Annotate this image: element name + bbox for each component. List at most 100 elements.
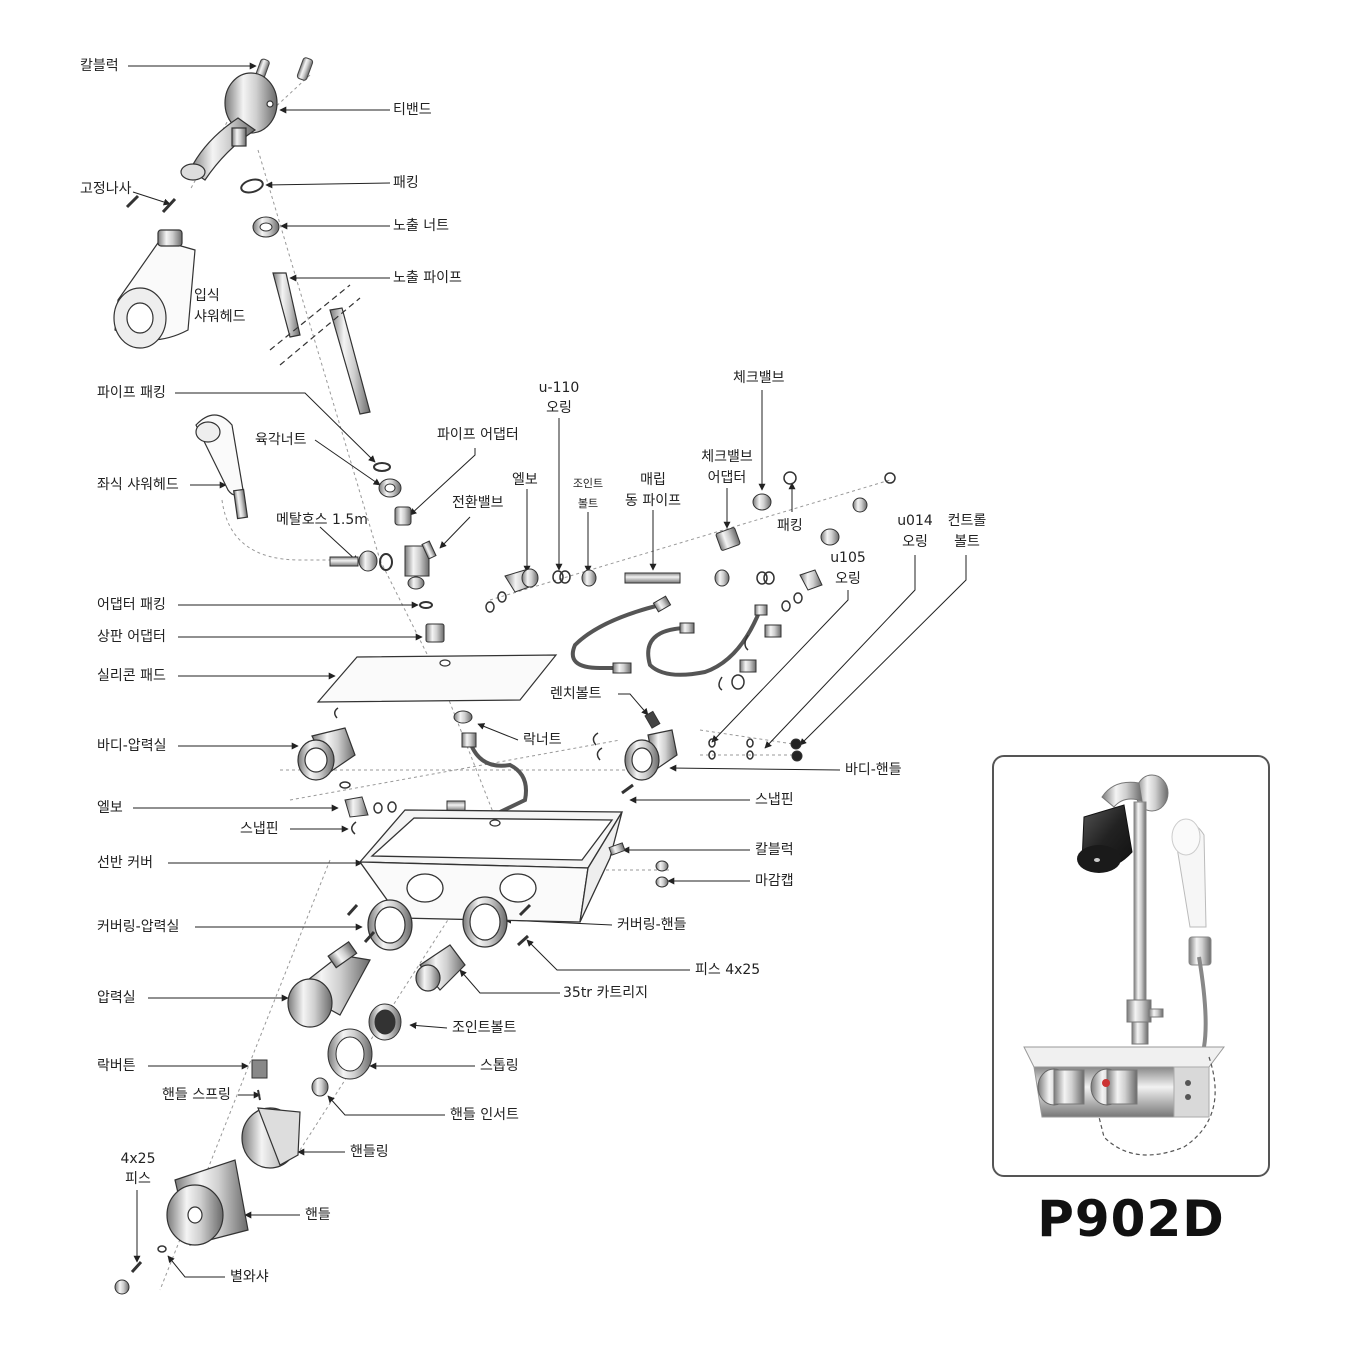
right-elbow bbox=[781, 569, 823, 612]
label-copper-pipe-1: 매립 bbox=[640, 472, 666, 488]
label-lock-button: 락버튼 bbox=[97, 1058, 136, 1074]
fixing-screws bbox=[125, 194, 177, 214]
label-lock-nut: 락너트 bbox=[523, 732, 562, 748]
wrench-bolt bbox=[644, 710, 661, 729]
label-exposed-pipe: 노출 파이프 bbox=[393, 270, 462, 286]
packing-ring-top bbox=[240, 178, 264, 194]
label-diverter-valve: 전환밸브 bbox=[452, 495, 504, 511]
joint-bolt-top bbox=[581, 569, 597, 587]
product-photo bbox=[992, 755, 1270, 1177]
label-screw-4x25: 피스 4x25 bbox=[695, 962, 761, 978]
label-adapter-packing: 어댑터 패킹 bbox=[97, 597, 166, 613]
label-body-handle: 바디-핸들 bbox=[845, 762, 902, 778]
label-t-band: 티밴드 bbox=[393, 102, 432, 118]
model-name: P902D bbox=[1037, 1190, 1225, 1248]
label-snap-pin-right: 스냅핀 bbox=[755, 792, 794, 808]
label-hex-nut: 육각너트 bbox=[255, 432, 307, 448]
label-control-bolt-1: 컨트롤 bbox=[947, 513, 987, 529]
label-elbow-top: 엘보 bbox=[512, 472, 538, 488]
lock-button bbox=[251, 1059, 268, 1101]
screw-and-washer bbox=[114, 1245, 167, 1295]
label-handle-ring: 핸들링 bbox=[350, 1144, 389, 1160]
body-handle bbox=[592, 729, 678, 781]
right-anchor-caps bbox=[608, 842, 669, 888]
covering-rings bbox=[346, 896, 532, 951]
label-u014-1: u014 bbox=[897, 513, 933, 529]
label-joint-bolt-low: 조인트볼트 bbox=[452, 1020, 517, 1036]
label-check-adapter-2: 어댑터 bbox=[707, 470, 747, 486]
label-exposed-nut: 노출 너트 bbox=[393, 218, 449, 234]
label-wall-anchor-right: 칼블럭 bbox=[755, 842, 794, 858]
label-u110-2: 오링 bbox=[546, 400, 572, 416]
top-plate-adapter bbox=[425, 623, 445, 643]
label-pipe-packing: 파이프 패킹 bbox=[97, 385, 166, 401]
adapter-packing bbox=[419, 601, 433, 609]
label-u110-1: u-110 bbox=[538, 380, 580, 396]
label-joint-bolt-1: 조인트 bbox=[572, 477, 604, 490]
t-band-arm bbox=[180, 72, 278, 181]
label-handle: 핸들 bbox=[305, 1207, 331, 1223]
hex-nut bbox=[378, 478, 402, 498]
label-standing-shower-1: 입식 bbox=[194, 288, 220, 304]
product-illustration bbox=[1023, 774, 1225, 1156]
stop-ring bbox=[327, 1028, 373, 1080]
handle-knob bbox=[166, 1159, 249, 1246]
hose-fittings bbox=[612, 595, 782, 691]
label-wall-anchor: 칼블럭 bbox=[80, 58, 119, 74]
label-covering-pressure: 커버링-압력실 bbox=[97, 919, 180, 935]
label-wrench-bolt: 렌치볼트 bbox=[550, 686, 602, 702]
label-fixing-screw: 고정나사 bbox=[80, 181, 132, 197]
handle-insert bbox=[311, 1077, 329, 1097]
label-standing-shower-2: 샤워헤드 bbox=[194, 309, 246, 325]
metal-hose-fitting bbox=[329, 550, 393, 572]
label-stop-ring: 스톱링 bbox=[480, 1058, 519, 1074]
shelf-cover bbox=[358, 809, 624, 923]
standing-shower-head bbox=[113, 229, 196, 349]
lock-nut bbox=[453, 710, 477, 748]
handle-ring bbox=[241, 1107, 301, 1169]
pipe-adapter bbox=[394, 506, 412, 526]
diverter-valve bbox=[404, 540, 437, 590]
label-star-washer: 별와샤 bbox=[230, 1269, 269, 1285]
label-u105-2: 오링 bbox=[835, 571, 861, 587]
check-valve bbox=[752, 471, 896, 546]
hand-shower-head bbox=[195, 414, 249, 520]
label-screw-1: 4x25 bbox=[120, 1151, 156, 1167]
label-elbow-low: 엘보 bbox=[97, 800, 123, 816]
leader-lines bbox=[128, 62, 967, 1278]
label-check-adapter-1: 체크밸브 bbox=[701, 449, 753, 465]
label-packing-top: 패킹 bbox=[393, 175, 419, 191]
label-u105-1: u105 bbox=[830, 550, 866, 566]
body-pressure bbox=[297, 707, 356, 789]
joint-bolt-low bbox=[368, 1003, 402, 1041]
label-metal-hose: 메탈호스 1.5m bbox=[276, 512, 368, 528]
silicone-pad bbox=[316, 654, 558, 703]
pressure-chamber bbox=[287, 940, 371, 1028]
exposed-nut bbox=[252, 216, 280, 238]
label-snap-pin-left: 스냅핀 bbox=[240, 821, 279, 837]
label-control-bolt-2: 볼트 bbox=[954, 534, 980, 550]
snap-pins bbox=[351, 783, 634, 835]
check-valve-adapter bbox=[714, 527, 775, 587]
wall-anchor-2 bbox=[296, 57, 314, 81]
label-cartridge: 35tr 카트리지 bbox=[563, 985, 649, 1001]
copper-pipe bbox=[624, 572, 681, 584]
label-handle-spring: 핸들 스프링 bbox=[162, 1087, 231, 1103]
label-handle-insert: 핸들 인서트 bbox=[450, 1107, 519, 1123]
label-silicone-pad: 실리콘 패드 bbox=[97, 668, 166, 684]
label-packing-mid: 패킹 bbox=[777, 518, 803, 534]
label-shelf-cover: 선반 커버 bbox=[97, 855, 153, 871]
o-ring-u110 bbox=[552, 570, 571, 584]
label-joint-bolt-2: 볼트 bbox=[577, 497, 599, 510]
label-screw-2: 피스 bbox=[125, 1171, 151, 1187]
label-seated-shower: 좌식 샤워헤드 bbox=[97, 477, 179, 493]
flexible-hoses bbox=[468, 603, 762, 814]
label-u014-2: 오링 bbox=[902, 534, 928, 550]
elbow-top bbox=[485, 568, 539, 613]
label-covering-handle: 커버링-핸들 bbox=[617, 917, 687, 933]
label-check-valve: 체크밸브 bbox=[733, 370, 785, 386]
label-body-pressure: 바디-압력실 bbox=[97, 738, 167, 754]
label-finish-cap: 마감캡 bbox=[755, 873, 794, 889]
label-top-adapter: 상판 어댑터 bbox=[97, 629, 166, 645]
